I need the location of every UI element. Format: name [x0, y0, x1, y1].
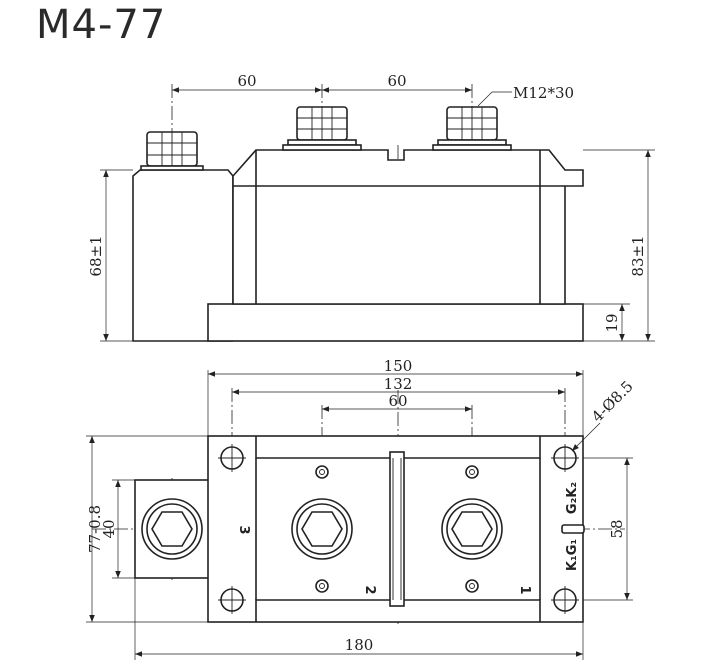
- gate-top-label: G₂K₂: [565, 482, 580, 514]
- terminal-3-label: 3: [236, 525, 251, 534]
- width-150-dimension: 150: [384, 357, 413, 375]
- terminal-2-label: 2: [362, 585, 377, 594]
- width-180-dimension: 180: [345, 636, 374, 654]
- width-132-dimension: 132: [384, 375, 413, 393]
- pitch-left-dimension: 60: [237, 72, 256, 90]
- height-right-dimension: 83±1: [629, 235, 647, 276]
- gate-bottom-label: K₁G₁: [565, 539, 580, 571]
- height-40-dimension: 40: [100, 519, 118, 538]
- hole-spec-label: 4-Ø8.5: [588, 377, 637, 426]
- base-height-dimension: 19: [603, 313, 621, 332]
- height-58-dimension: 58: [608, 519, 626, 538]
- pitch-right-dimension: 60: [387, 72, 406, 90]
- height-left-dimension: 68±1: [87, 235, 105, 276]
- top-view: 3 2 1 G₂K₂ K₁G₁ 150 132 60 4-Ø8.5 77-0.8…: [86, 357, 637, 660]
- page-title: M4-77: [36, 2, 167, 48]
- height-77-dimension: 77-0.8: [86, 505, 104, 553]
- terminal-1-label: 1: [517, 585, 532, 594]
- width-60-dimension: 60: [388, 392, 407, 410]
- screw-spec-label: M12*30: [513, 84, 574, 102]
- side-view: 60 60 M12*30 68±1 83±1 19: [87, 72, 655, 342]
